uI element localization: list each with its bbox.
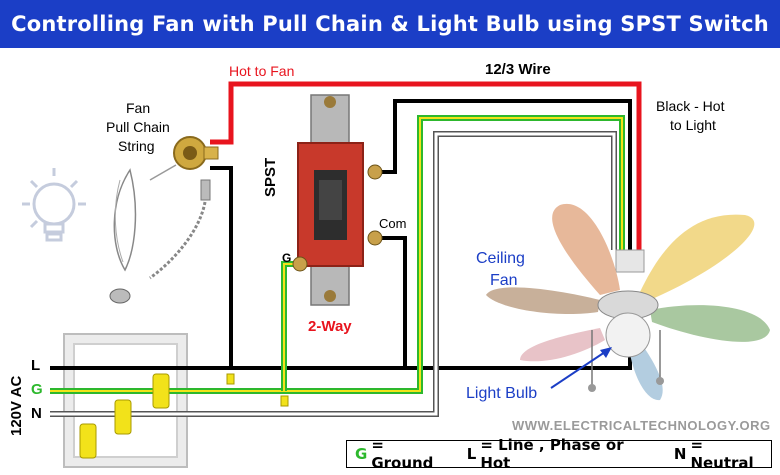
light-bulb-icon [22, 168, 86, 242]
pull-chain-label: Pull Chain [106, 119, 170, 135]
ground-terminal-label: G [31, 381, 43, 398]
two-way-label: 2-Way [308, 318, 352, 335]
switch-icon [292, 94, 383, 306]
legend-l-key: L [466, 445, 477, 463]
supply-voltage-label: 120V AC [8, 375, 25, 436]
hot-to-fan-label: Hot to Fan [229, 63, 295, 79]
legend: G = Ground L = Line , Phase or Hot N = N… [346, 436, 772, 472]
pull-chain-icon [109, 136, 219, 304]
hot-to-fan-wire [210, 81, 642, 250]
neutral-terminal-label: N [31, 405, 42, 422]
g-terminal-label: G [282, 251, 292, 265]
black-hot-label: Black - Hot [656, 98, 725, 114]
legend-g-key: G [355, 445, 368, 463]
legend-g-text: = Ground [371, 436, 434, 472]
wire-nuts [79, 373, 289, 459]
fan-label: Fan [126, 100, 151, 116]
ceiling-label: Ceiling [476, 250, 525, 267]
legend-n-text: = Neutral [690, 436, 754, 472]
legend-l-text: = Line , Phase or Hot [480, 436, 624, 472]
string-label: String [118, 138, 155, 154]
ground-wires [50, 115, 625, 394]
to-light-label: to Light [670, 117, 716, 133]
diagram-title: Controlling Fan with Pull Chain & Light … [0, 0, 780, 48]
ceiling-fan-icon [486, 203, 770, 401]
spst-label: SPST [262, 157, 279, 197]
website-label: WWW.ELECTRICALTECHNOLOGY.ORG [512, 418, 771, 433]
light-bulb-arrow [550, 347, 612, 389]
wire-12-3-label: 12/3 Wire [485, 61, 551, 78]
legend-n-key: N [673, 445, 687, 463]
ceiling-fan-label: Fan [490, 272, 518, 289]
com-label: Com [379, 216, 407, 231]
line-terminal-label: L [31, 357, 41, 374]
light-bulb-label: Light Bulb [466, 385, 538, 402]
neutral-wires [50, 131, 617, 417]
